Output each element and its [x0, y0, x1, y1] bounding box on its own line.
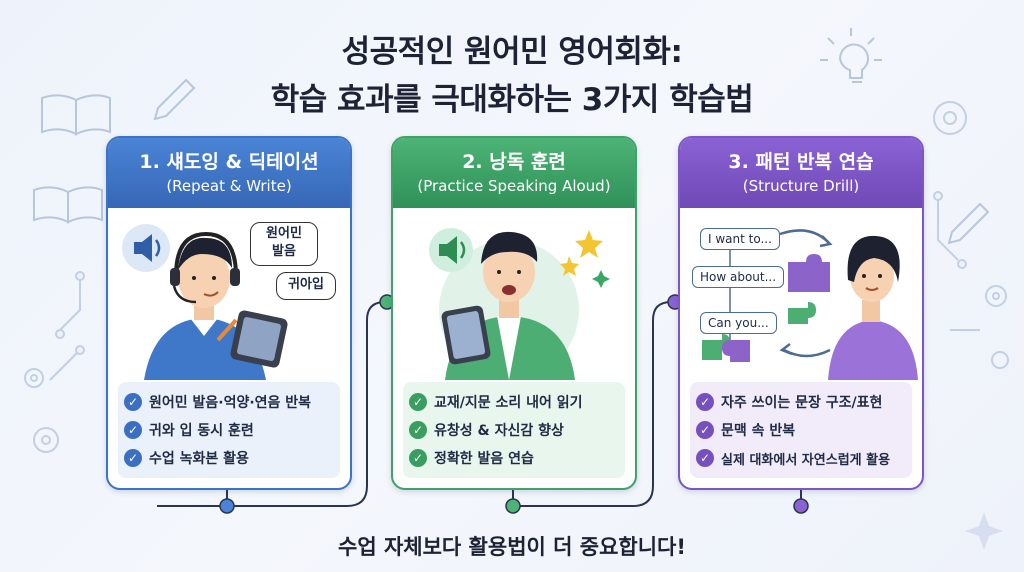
bullet-list: ✓교재/지문 소리 내어 읽기 ✓유창성 & 자신감 향상 ✓정확한 발음 연습 [403, 382, 625, 478]
list-item: ✓원어민 발음·억양·연음 반복 [124, 388, 334, 416]
method-card-pattern-drill: 3. 패턴 반복 연습 (Structure Drill) I want to.… [678, 136, 924, 490]
method-card-reading-aloud: 2. 낭독 훈련 (Practice Speaking Aloud) [391, 136, 637, 490]
book-icon [33, 186, 103, 224]
person-assembling-puzzle [828, 235, 918, 380]
list-item: ✓수업 녹화본 활용 [124, 444, 334, 472]
puzzle-piece-icon [702, 254, 830, 362]
speaker-icon [429, 228, 473, 272]
card-header: 2. 낭독 훈련 (Practice Speaking Aloud) [393, 138, 635, 208]
check-icon: ✓ [409, 449, 427, 467]
bullet-list: ✓원어민 발음·억양·연음 반복 ✓귀와 입 동시 훈련 ✓수업 녹화본 활용 [118, 382, 340, 478]
check-icon: ✓ [124, 393, 142, 411]
card-header: 3. 패턴 반복 연습 (Structure Drill) [680, 138, 922, 208]
card-subheading: (Structure Drill) [742, 177, 860, 195]
card-subheading: (Practice Speaking Aloud) [417, 177, 611, 195]
check-icon: ✓ [696, 393, 714, 411]
pencil-icon [153, 78, 196, 121]
pattern-phrase: Can you... [700, 312, 777, 334]
page-title-line2: 학습 효과를 극대화하는 3가지 학습법 [270, 82, 754, 118]
arrow-icon [779, 229, 833, 358]
connector-node-blue [219, 498, 235, 514]
list-item: ✓유창성 & 자신감 향상 [409, 416, 619, 444]
check-icon: ✓ [696, 421, 714, 439]
card-heading: 3. 패턴 반복 연습 [728, 151, 874, 173]
gear-icon [933, 101, 1009, 369]
star-icon [560, 230, 603, 276]
pattern-phrase: How about... [692, 266, 785, 288]
pattern-phrase: I want to... [700, 228, 780, 250]
gear-icon [24, 368, 59, 453]
circuit-lines [933, 191, 980, 331]
check-icon: ✓ [124, 421, 142, 439]
list-item: ✓실제 대화에서 자연스럽게 활용 [696, 444, 906, 472]
check-icon: ✓ [696, 449, 714, 467]
speaker-icon [122, 224, 170, 272]
bullet-list: ✓자주 쓰이는 문장 구조/표현 ✓문맥 속 반복 ✓실제 대화에서 자연스럽게… [690, 382, 912, 478]
speech-bubble: 원어민 발음 [250, 222, 318, 266]
list-item: ✓귀와 입 동시 훈련 [124, 416, 334, 444]
speech-bubble: 귀아입 [276, 272, 336, 300]
connector-node-purple [793, 498, 809, 514]
check-icon: ✓ [409, 393, 427, 411]
check-icon: ✓ [124, 449, 142, 467]
shadowing-illustration [122, 224, 288, 380]
pattern-drill-illustration [702, 229, 918, 380]
book-icon [41, 94, 111, 136]
method-card-shadowing: 1. 섀도잉 & 딕테이션 (Repeat & Write) [106, 136, 352, 490]
list-item: ✓교재/지문 소리 내어 읽기 [409, 388, 619, 416]
footer-message: 수업 자체보다 활용법이 더 중요합니다! [338, 535, 686, 559]
card-subheading: (Repeat & Write) [166, 177, 292, 195]
reading-aloud-illustration [429, 228, 610, 380]
card-heading: 1. 섀도잉 & 딕테이션 [139, 151, 319, 173]
check-icon: ✓ [409, 421, 427, 439]
sparkle-icon [965, 512, 1003, 550]
list-item: ✓자주 쓰이는 문장 구조/표현 [696, 388, 906, 416]
connector-node-green [505, 498, 521, 514]
tablet-icon [216, 310, 288, 368]
list-item: ✓문맥 속 반복 [696, 416, 906, 444]
circuit-lines [49, 271, 85, 381]
card-heading: 2. 낭독 훈련 [462, 151, 566, 173]
list-item: ✓정확한 발음 연습 [409, 444, 619, 472]
page-title-line1: 성공적인 원어민 영어회화: [341, 34, 683, 70]
card-header: 1. 섀도잉 & 딕테이션 (Repeat & Write) [108, 138, 350, 208]
pencil-icon [947, 202, 990, 245]
lightbulb-icon [820, 28, 882, 83]
tablet-icon [441, 305, 491, 365]
